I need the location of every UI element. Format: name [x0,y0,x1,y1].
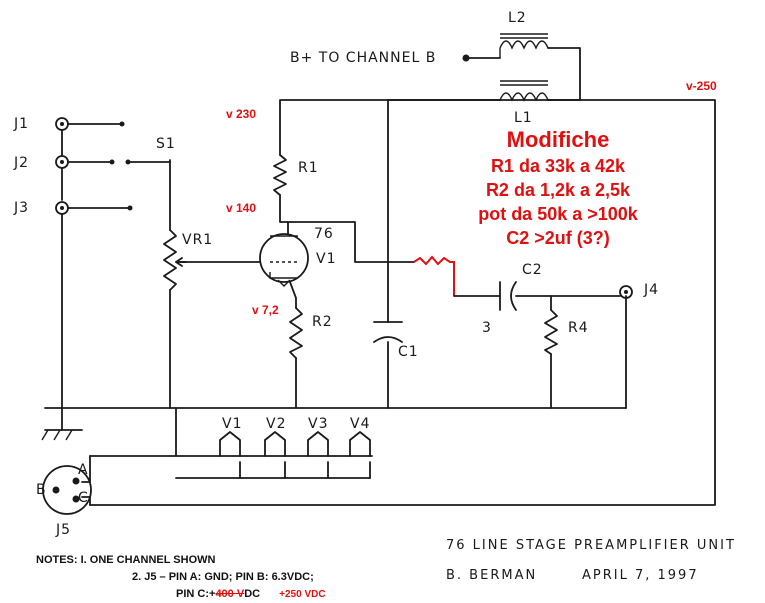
label-pin-b: B [36,482,47,498]
notes-block: NOTES: I. ONE CHANNEL SHOWN 2. J5 – PIN … [36,552,326,603]
label-j5: J5 [55,522,71,538]
note-line-3: PIN C:+400 VDC +250 VDC [36,586,326,603]
note-line-3-struck: 400 V [215,588,245,600]
label-vr1: VR1 [182,232,213,248]
label-r2: R2 [312,314,333,330]
note-line-3-suffix: DC [244,588,261,600]
modifiche-line-2: R2 da 1,2k a 2,5k [486,180,631,200]
potentiometer-vr1 [163,229,177,291]
label-three: 3 [482,320,492,336]
modifiche-line-1: R1 da 33k a 42k [491,156,626,176]
annotation-v72: v 7,2 [252,303,279,317]
capacitor-c2 [499,281,517,311]
label-c2: C2 [522,262,543,278]
inductor-l2 [499,33,549,58]
label-v1: V1 [316,251,336,267]
label-heater-v1: V1 [222,416,242,432]
drawing-date: APRIL 7, 1997 [582,568,699,583]
label-bplus: B+ TO CHANNEL B [290,50,436,66]
resistor-r2 [289,307,303,359]
capacitor-c1 [373,321,403,343]
label-heater-v2: V2 [266,416,286,432]
tube-v1 [259,233,309,287]
switch-s1 [109,121,133,211]
bplus-node [462,54,470,62]
resistor-r4 [544,309,558,355]
label-r1: R1 [298,160,319,176]
drawing-title: 76 LINE STAGE PREAMPLIFIER UNIT [446,538,736,553]
ground-icon [41,407,83,441]
label-heater-v4: V4 [350,416,370,432]
connector-j5 [42,465,92,515]
label-j4: J4 [643,282,659,298]
note-line-3-correction: +250 VDC [279,589,326,600]
jack-j3 [55,201,69,215]
label-s1: S1 [156,136,176,152]
annotation-v230: v 230 [226,107,256,121]
modifiche-title: Modifiche [507,127,610,152]
jack-j2 [55,155,69,169]
label-pin-a: A [78,462,89,478]
jack-j1 [55,117,69,131]
resistor-r1 [273,154,287,196]
note-line-3-prefix: PIN C:+ [176,588,216,600]
label-pin-c: C [78,490,89,506]
label-j1: J1 [13,116,29,132]
inductor-l1 [499,80,549,102]
label-j3: J3 [13,200,29,216]
vr1-wiper [175,257,187,267]
label-r4: R4 [568,320,589,336]
label-l1: L1 [514,110,533,126]
label-tube-type: 76 [314,226,334,242]
modifiche-line-3: pot da 50k a >100k [478,204,639,224]
label-j2: J2 [13,155,29,171]
note-line-1: NOTES: I. ONE CHANNEL SHOWN [36,554,216,566]
drawing-author: B. BERMAN [446,568,538,583]
wiring [44,47,716,506]
jack-j4 [619,285,633,299]
label-heater-v3: V3 [308,416,328,432]
note-line-2: 2. J5 – PIN A: GND; PIN B: 6.3VDC; [132,571,314,583]
heater-filaments [175,431,371,479]
label-l2: L2 [508,10,527,26]
annotation-v140: v 140 [226,201,256,215]
label-c1: C1 [398,344,419,360]
annotation-v250: v-250 [686,79,717,93]
modifiche-line-4: C2 >2uf (3?) [506,228,610,248]
